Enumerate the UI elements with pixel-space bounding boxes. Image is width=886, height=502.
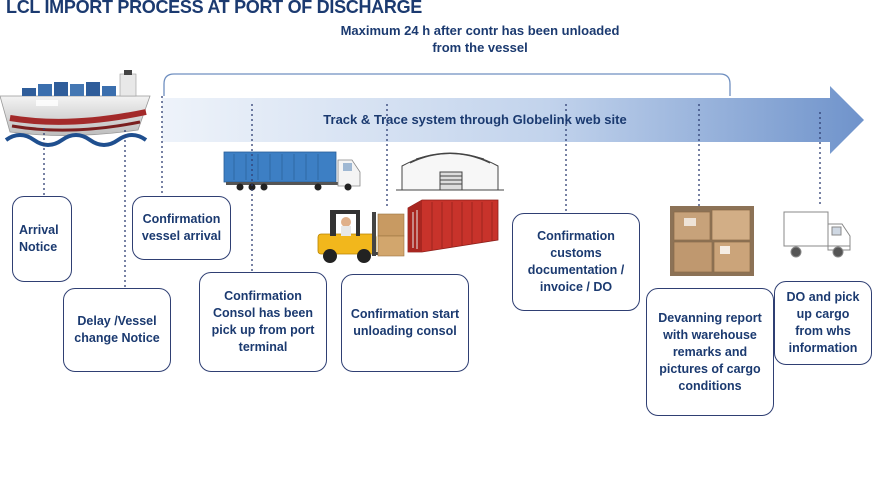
step-confirmation-vessel-arrival-label: Confirmation vessel arrival [141, 212, 222, 243]
step-confirmation-consol-pickup-label: Confirmation Consol has been pick up fro… [211, 289, 315, 354]
warehouse-image [396, 152, 504, 191]
forklift-image [317, 210, 405, 263]
step-confirmation-customs: Confirmation customs documentation / inv… [512, 213, 640, 311]
step-arrival-notice: Arrival Notice [12, 196, 72, 282]
time-bracket [163, 73, 731, 96]
shipping-container-image [407, 199, 499, 253]
step-delay-notice-label: Delay /Vessel change Notice [74, 314, 160, 345]
cargo-boxes-image [670, 206, 754, 276]
time-limit-note: Maximum 24 h after contr has been unload… [340, 23, 620, 55]
step-devanning-report-label: Devanning report with warehouse remarks … [658, 310, 762, 393]
step-arrival-notice-label: Arrival Notice [19, 223, 59, 254]
step-do-pickup: DO and pick up cargo from whs informatio… [774, 281, 872, 365]
container-ship-image [0, 70, 151, 147]
delivery-truck-image [783, 211, 851, 258]
step-confirmation-start-unloading: Confirmation start unloading consol [341, 274, 469, 372]
step-confirmation-consol-pickup: Confirmation Consol has been pick up fro… [199, 272, 327, 372]
container-truck-image [223, 151, 361, 191]
step-confirmation-vessel-arrival: Confirmation vessel arrival [132, 196, 231, 260]
step-delay-notice: Delay /Vessel change Notice [63, 288, 171, 372]
step-devanning-report: Devanning report with warehouse remarks … [646, 288, 774, 416]
step-confirmation-start-unloading-label: Confirmation start unloading consol [350, 307, 460, 338]
page-title: LCL IMPORT PROCESS AT PORT OF DISCHARGE [6, 0, 422, 17]
step-confirmation-customs-label: Confirmation customs documentation / inv… [527, 229, 625, 294]
timeline-arrow [162, 86, 864, 154]
track-trace-label: Track & Trace system through Globelink w… [323, 112, 627, 127]
connector-lines [43, 96, 821, 288]
step-do-pickup-label: DO and pick up cargo from whs informatio… [786, 290, 860, 355]
